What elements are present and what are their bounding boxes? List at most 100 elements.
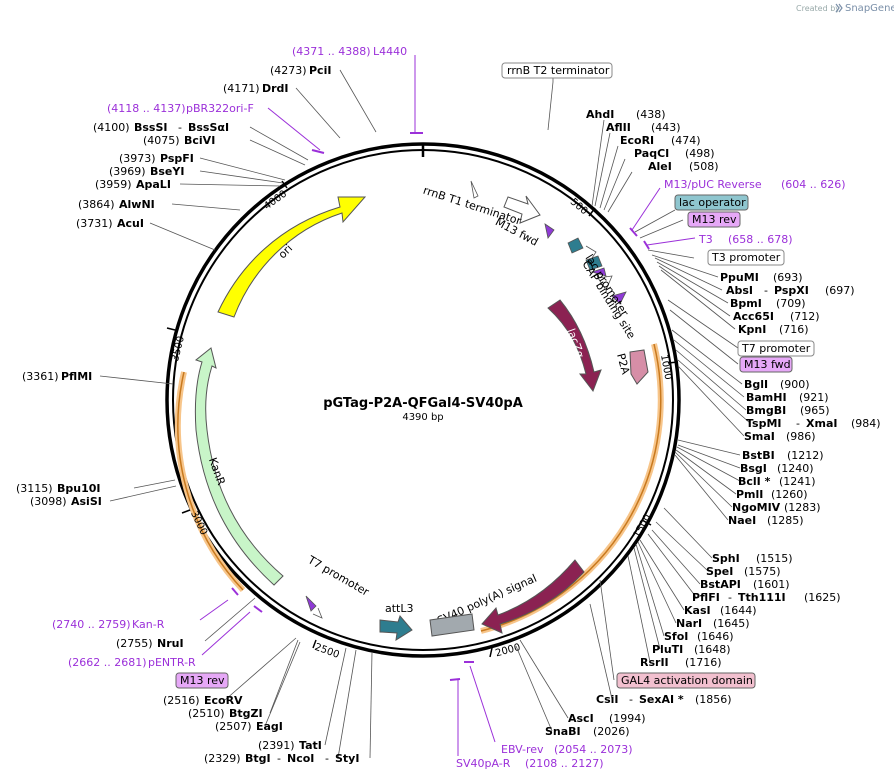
feature-t7-left[interactable]: T7 promoter [305,553,372,619]
enzyme-kasi[interactable]: KasI(1644) [684,604,757,617]
svg-text:(1646): (1646) [697,630,734,643]
box-m13fwd-right[interactable]: M13 fwd [739,356,793,373]
enzyme-bpu10i[interactable]: (3115)Bpu10I [16,482,101,495]
primer-pbr322[interactable]: (4118 .. 4137) pBR322ori-F [107,102,254,115]
enzyme-nari[interactable]: NarI(1645) [676,617,750,630]
enzyme-ahdi[interactable]: AhdI(438) [586,108,666,121]
box-t3-promoter[interactable]: T3 promoter [707,249,785,266]
enzyme-naei[interactable]: NaeI(1285) [728,514,804,527]
enzyme-bstapi[interactable]: BstAPI(1601) [700,578,790,591]
primer-ebv[interactable]: EBV-rev (2054 .. 2073) [501,743,633,756]
enzyme-ecorv[interactable]: (2516)EcoRV [163,694,243,707]
svg-text:BsgI: BsgI [740,462,767,475]
enzyme-bamhi[interactable]: BamHI(921) [746,391,829,404]
enzyme-pflmi[interactable]: (3361)PflMI [22,370,92,383]
feature-ori[interactable]: ori [217,196,367,318]
enzyme-spei[interactable]: SpeI(1575) [706,565,781,578]
enzyme-alwni[interactable]: (3864)AlwNI [78,198,155,211]
feature-grey-block[interactable] [429,613,475,637]
plasmid-size: 4390 bp [402,412,443,423]
enzyme-bstbi[interactable]: BstBI(1212) [742,449,824,462]
enzyme-btgzi[interactable]: (2510)BtgZI [188,707,263,720]
cap-site-label: CAP binding site [579,258,638,341]
enzyme-tspmi[interactable]: TspMI-XmaI(984) [746,417,881,430]
enzyme-tati[interactable]: (2391)TatI [258,739,322,752]
enzyme-aflii[interactable]: AflII(443) [606,121,681,134]
primer-pentr[interactable]: (2662 .. 2681) pENTR-R [68,656,196,669]
enzyme-sphi[interactable]: SphI(1515) [712,552,793,565]
enzyme-paqci[interactable]: PaqCI(498) [634,147,715,160]
svg-text:BglI: BglI [744,378,768,391]
svg-text:NruI: NruI [157,637,184,650]
credit-brand[interactable]: SnapGene [845,3,894,14]
enzyme-btgi[interactable]: (2329)BtgI-NcoI-StyI [204,752,359,765]
enzyme-bmgbi[interactable]: BmgBI(965) [746,404,830,417]
svg-text:BpmI: BpmI [730,297,762,310]
svg-text:-: - [277,752,281,765]
enzyme-bpmi[interactable]: BpmI(709) [730,297,806,310]
svg-text:(1601): (1601) [753,578,790,591]
svg-text:AsiSI: AsiSI [71,495,102,508]
enzyme-ecori[interactable]: EcoRI(474) [620,134,701,147]
enzyme-snabi[interactable]: SnaBI(2026) [545,725,630,738]
feature-rrnb-t1[interactable]: rrnB T1 terminator [421,184,541,228]
enzyme-pspfi[interactable]: (3973)PspFI [119,152,194,165]
enzyme-bseyi[interactable]: (3969)BseYI [109,165,184,178]
leader-lines [99,69,751,759]
svg-text:(2507): (2507) [215,720,252,733]
enzyme-bsgi[interactable]: BsgI(1240) [740,462,814,475]
enzyme-kpni[interactable]: KpnI(716) [738,323,809,336]
enzyme-rsrii[interactable]: RsrII(1716) [640,656,722,669]
feature-attl3[interactable]: attL3 [379,602,414,641]
feature-p2a[interactable]: P2A [614,349,649,385]
svg-text:(443): (443) [651,121,681,134]
enzyme-smai[interactable]: SmaI(986) [744,430,816,443]
enzyme-bsssi[interactable]: (4100)BssSI-BssSαI [93,121,229,134]
enzyme-nrui[interactable]: (2755) NruI [116,637,184,650]
enzyme-bcli[interactable]: BclI *(1241) [738,475,816,488]
enzyme-alei[interactable]: AleI(508) [648,160,719,173]
enzyme-pluti[interactable]: PluTI(1648) [652,643,731,656]
enzyme-csii[interactable]: CsiI-SexAI *(1856) [596,693,732,706]
primer-kanr[interactable]: (2740 .. 2759) Kan-R [52,618,165,631]
enzyme-apali[interactable]: (3959)ApaLI [95,178,171,191]
enzyme-absi[interactable]: AbsI-PspXI(697) [726,284,855,297]
primer-t3[interactable]: T3 (658 .. 678) [698,233,793,246]
feature-lacza[interactable]: lacZα [547,299,602,393]
feature-kanr[interactable]: KanR [194,347,284,586]
svg-text:PpuMI: PpuMI [720,271,759,284]
primer-m13puc[interactable]: M13/pUC Reverse (604 .. 626) [664,178,846,191]
feature-lac-cluster[interactable]: lac promoter CAP binding site [567,237,638,341]
box-gal4[interactable]: GAL4 activation domain [616,672,756,689]
enzyme-sfoi[interactable]: SfoI(1646) [664,630,734,643]
enzyme-acui[interactable]: (3731)AcuI [76,217,144,230]
enzyme-pflfi[interactable]: PflFI-Tth111I(1625) [692,591,841,604]
box-rrnb-t2[interactable]: rrnB T2 terminator [501,62,613,79]
enzyme-pmli[interactable]: PmlI(1260) [736,488,808,501]
enzyme-ppumi[interactable]: PpuMI(693) [720,271,803,284]
box-m13rev-right[interactable]: M13 rev [687,211,741,228]
primer-l4440[interactable]: (4371 .. 4388) L4440 [292,45,407,58]
box-t7-promoter[interactable]: T7 promoter [737,340,815,357]
enzyme-bcivi[interactable]: (4075)BciVI [143,134,215,147]
svg-text:(2755): (2755) [116,637,153,650]
enzyme-asci[interactable]: AscI(1994) [568,712,646,725]
enzyme-pcii[interactable]: (4273)PciI [270,64,331,77]
box-m13rev-left[interactable]: M13 rev [175,672,229,689]
enzyme-ngomiv[interactable]: NgoMIV(1283) [732,501,821,514]
enzyme-acc65i[interactable]: Acc65I(712) [733,310,820,323]
kanr-primer-pos: (2740 .. 2759) [52,618,131,631]
svg-text:(1994): (1994) [609,712,646,725]
enzyme-asisi[interactable]: (3098)AsiSI [30,495,102,508]
primer-sv40pa[interactable]: SV40pA-R (2108 .. 2127) [456,757,604,770]
svg-text:(3361): (3361) [22,370,59,383]
svg-text:PflMI: PflMI [61,370,92,383]
box-lac-operator[interactable]: lac operator [674,194,749,211]
svg-text:SmaI: SmaI [744,430,775,443]
enzyme-eagi[interactable]: (2507)EagI [215,720,283,733]
enzyme-drdi[interactable]: (4171)DrdI [223,82,289,95]
svg-text:NarI: NarI [676,617,702,630]
enzyme-bgli[interactable]: BglI(900) [744,378,810,391]
svg-text:SpeI: SpeI [706,565,733,578]
